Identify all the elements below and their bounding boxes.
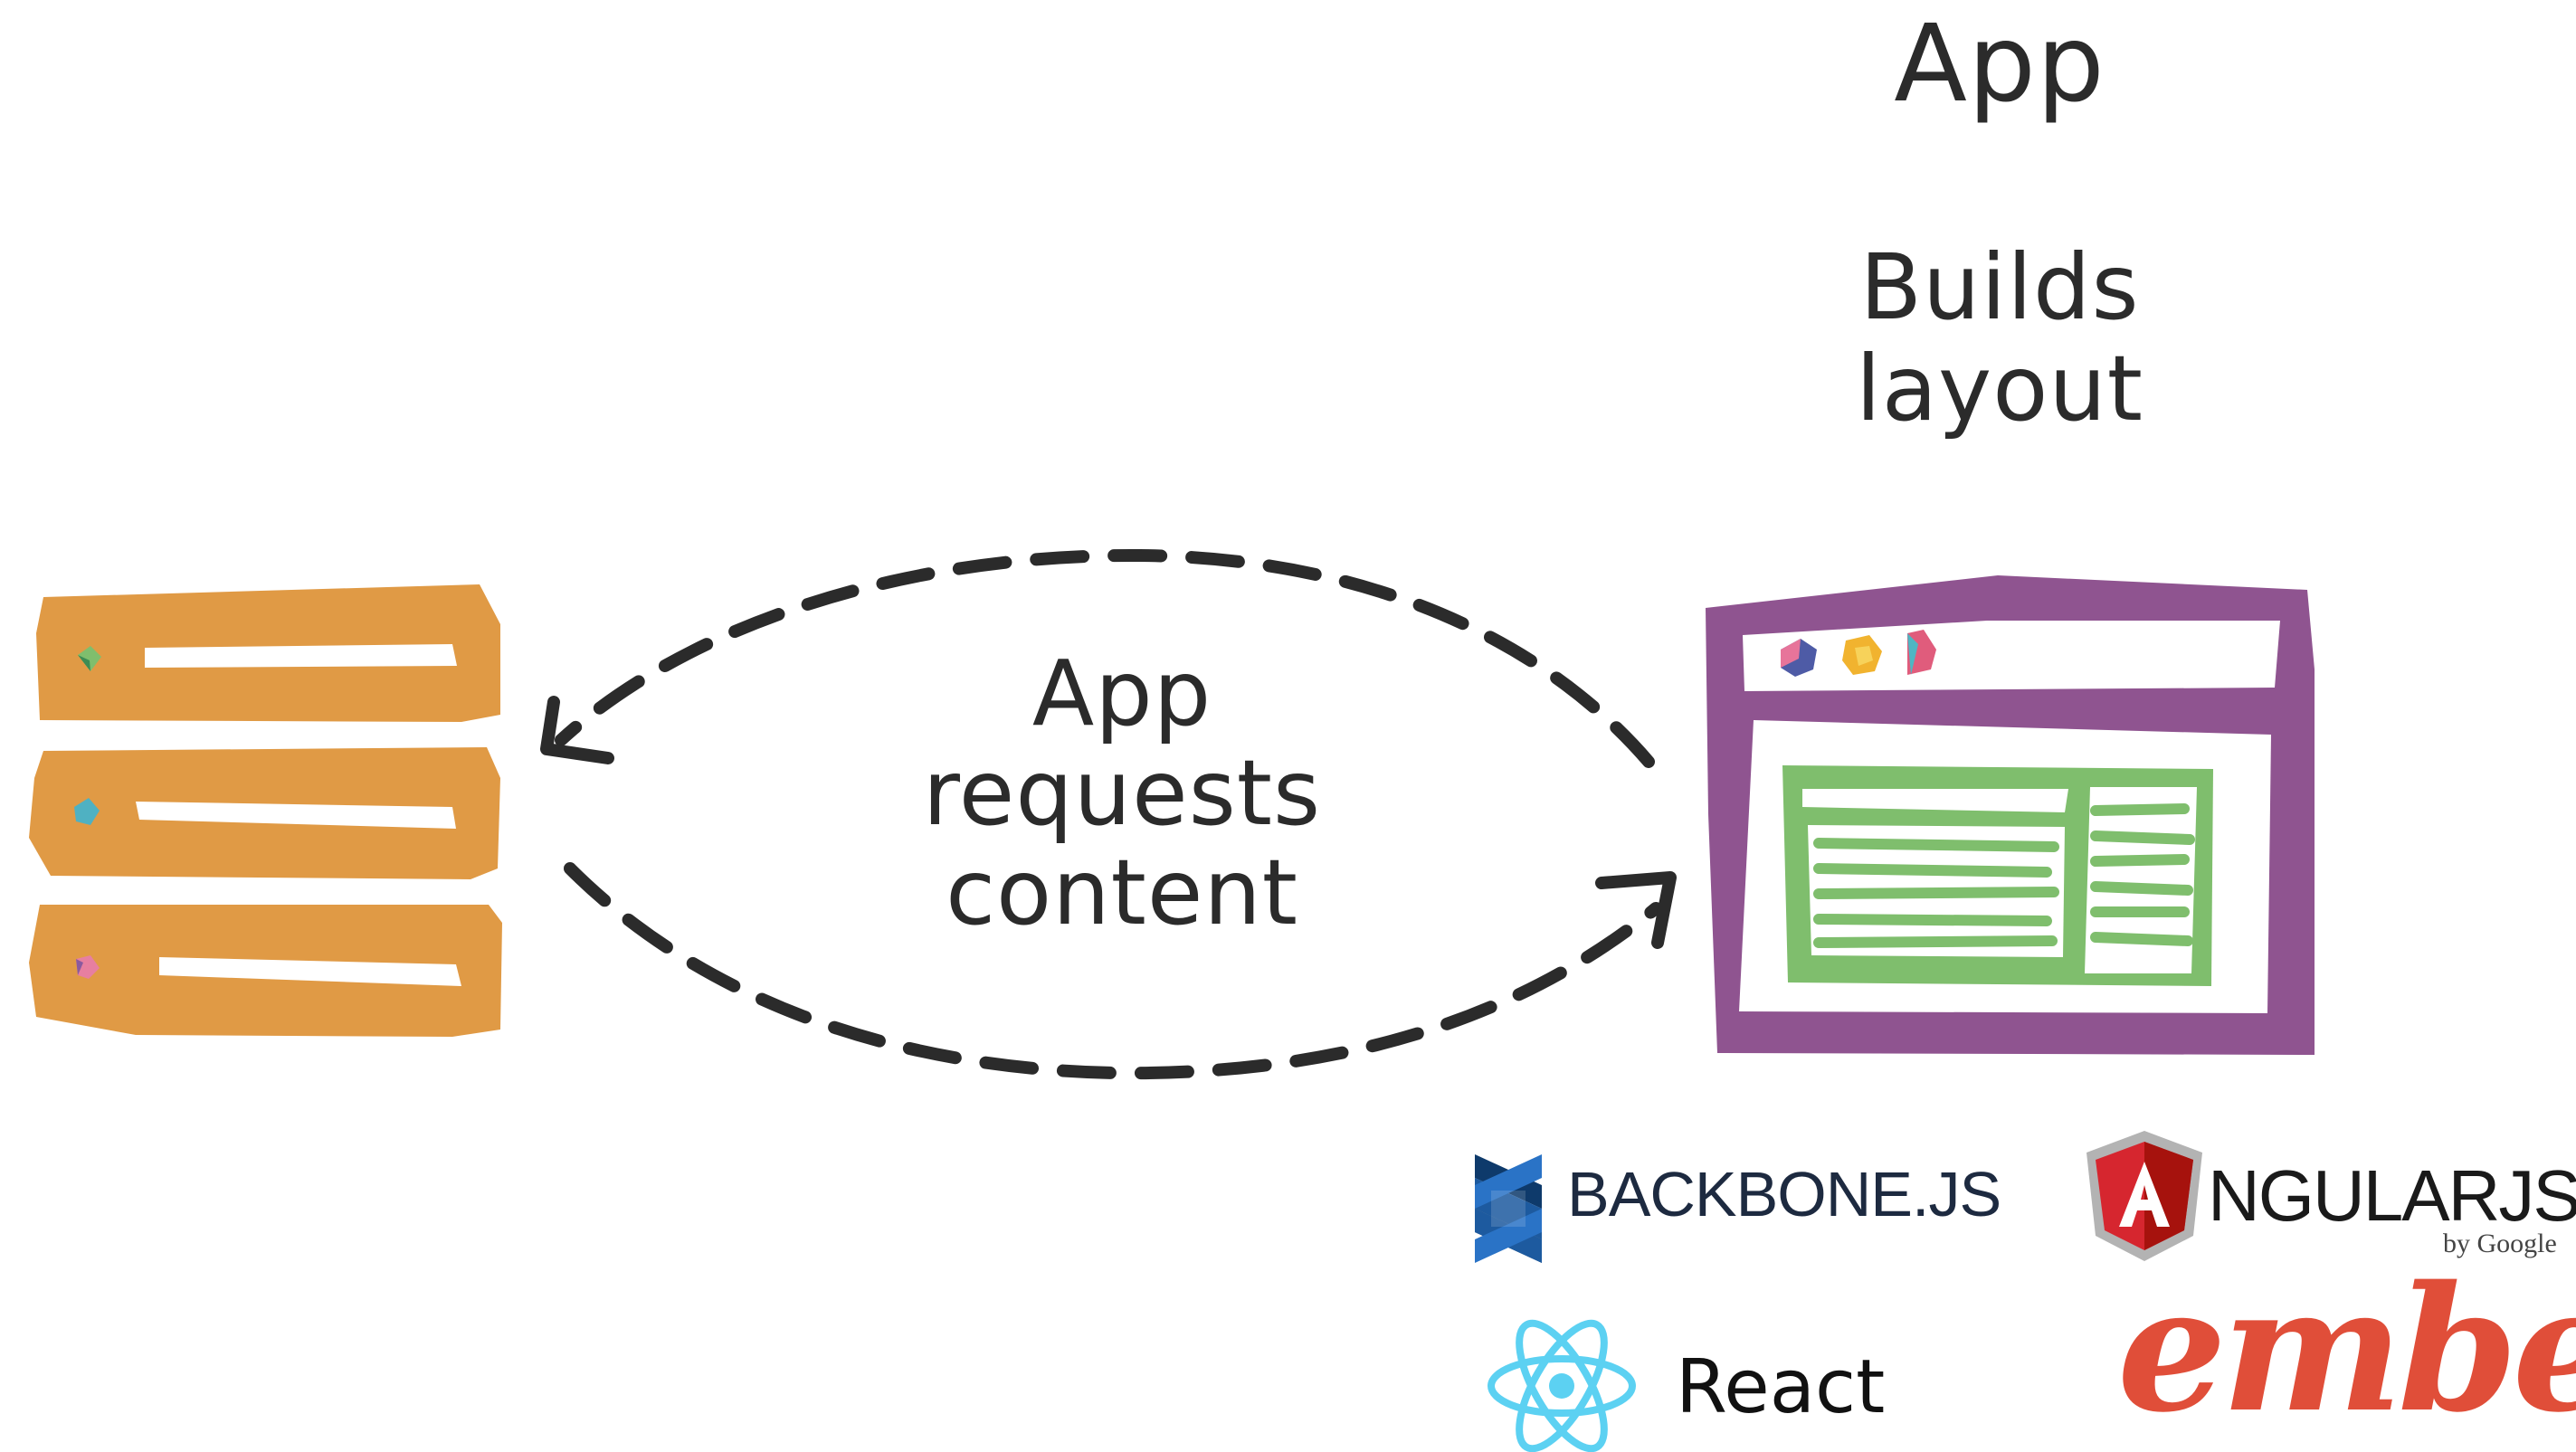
request-arrows xyxy=(540,548,1677,1080)
arrowhead-left xyxy=(540,696,614,764)
server-stack-icon xyxy=(29,584,502,1037)
builds-layout-line2: layout xyxy=(1855,336,2143,441)
requests-label-line1: App xyxy=(1031,641,1212,746)
backbone-logo-icon xyxy=(1475,1154,1542,1263)
ember-wordmark: ember xyxy=(2117,1248,2576,1450)
angular-shield-icon xyxy=(2086,1131,2202,1261)
requests-label-line3: content xyxy=(946,840,1298,945)
react-wordmark: React xyxy=(1676,1344,1886,1430)
app-title: App xyxy=(1894,1,2105,126)
builds-layout-label: Builds layout xyxy=(1719,237,2280,440)
backbone-wordmark: BACKBONE.JS xyxy=(1567,1159,2001,1229)
arrowhead-right xyxy=(1595,871,1677,949)
request-arrow-top xyxy=(555,548,1655,768)
request-arrow-bottom xyxy=(564,862,1662,1080)
angular-wordmark: NGULARJS xyxy=(2208,1155,2576,1236)
builds-layout-line1: Builds xyxy=(1859,234,2140,340)
requests-label-line2: requests xyxy=(922,740,1322,846)
angular-by-google: by Google xyxy=(2443,1229,2557,1258)
browser-window-icon xyxy=(1706,575,2315,1055)
react-atom-icon xyxy=(1488,1319,1636,1452)
app-requests-content-label: App requests content xyxy=(841,644,1402,943)
